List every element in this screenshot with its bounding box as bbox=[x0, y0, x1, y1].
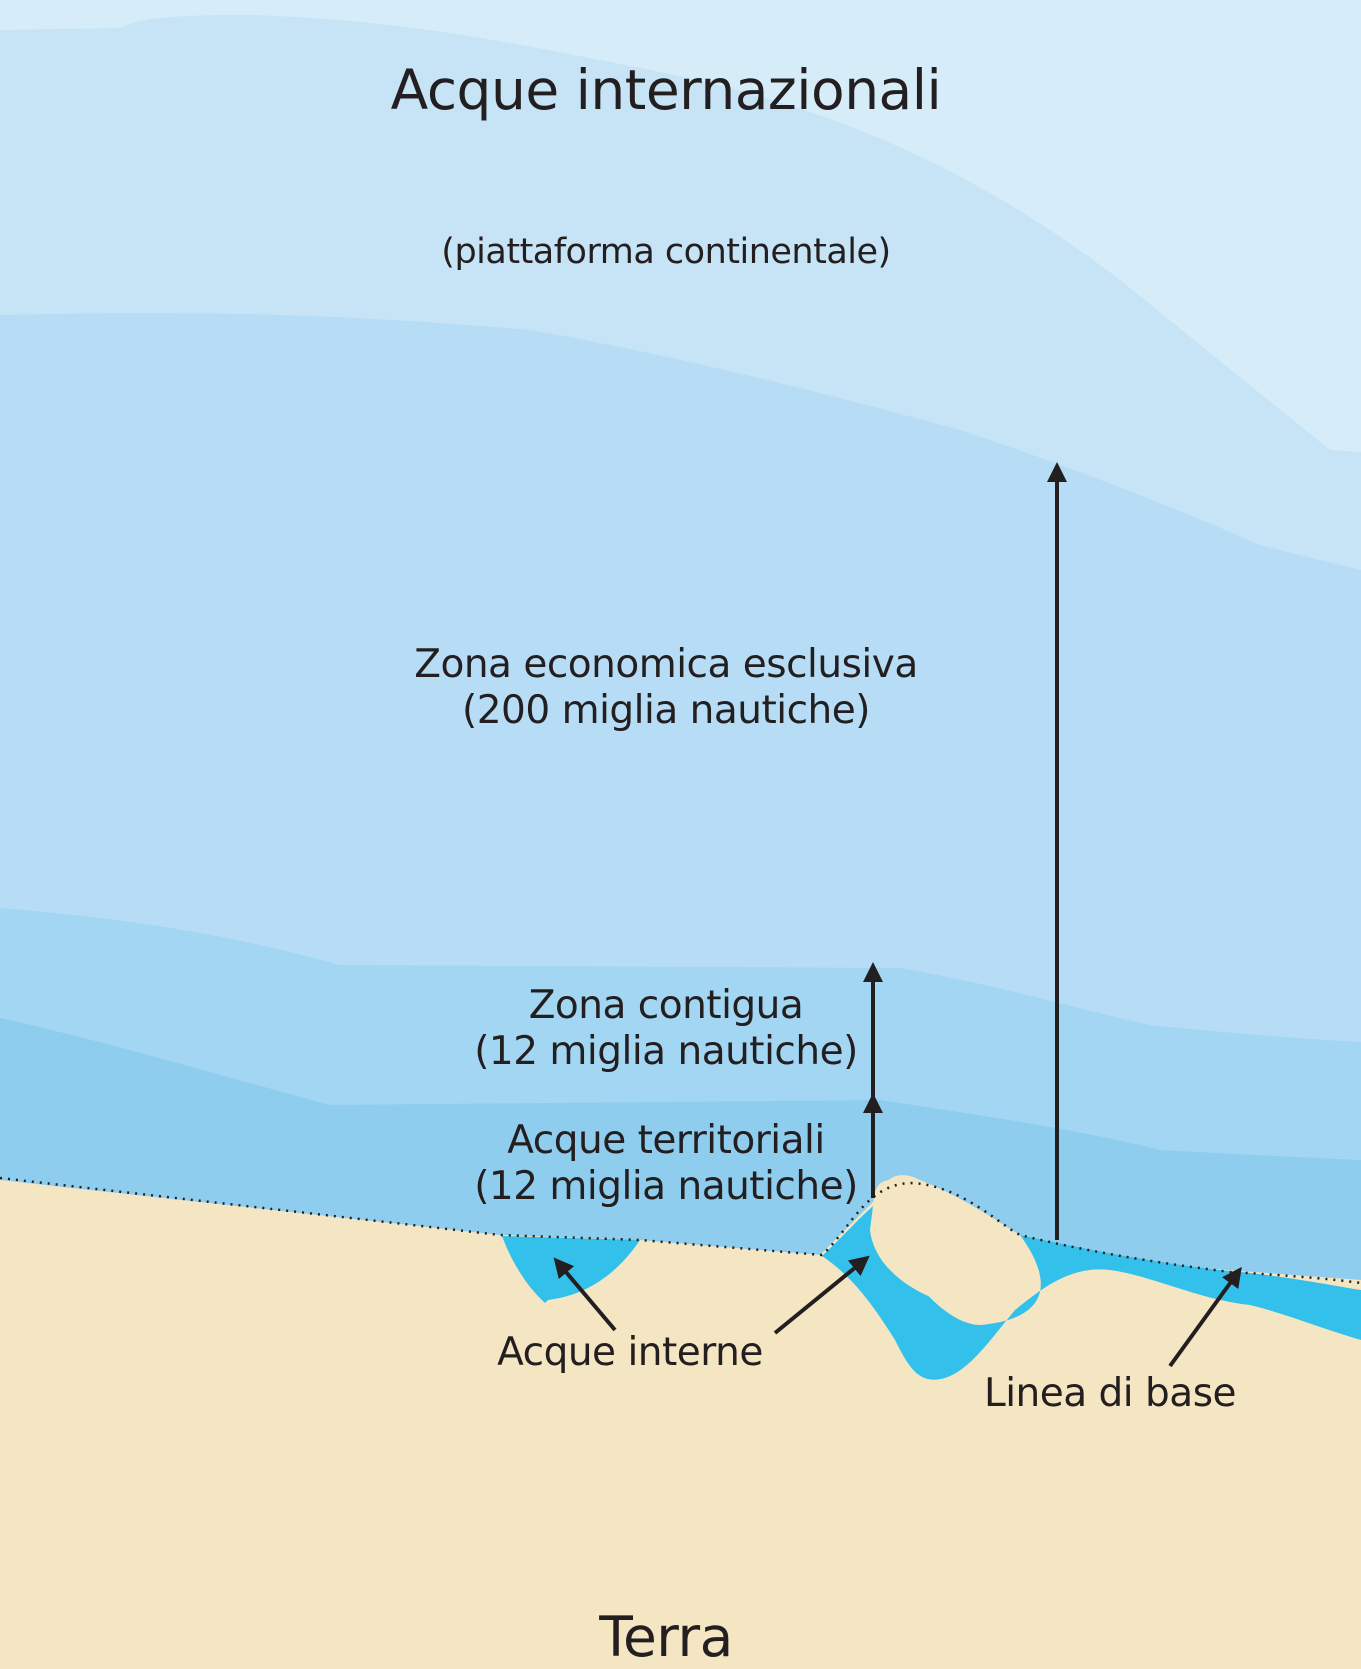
land-label: Terra bbox=[599, 1605, 733, 1669]
baseline-pointer bbox=[1168, 1266, 1242, 1368]
territorial-waters-label-line1: Acque territoriali bbox=[507, 1118, 825, 1163]
eez-label-line2: (200 miglia nautiche) bbox=[462, 688, 870, 733]
internal-waters-pointer-right bbox=[773, 1255, 870, 1335]
internal-water-right bbox=[822, 1198, 1361, 1380]
contiguous-zone-label-line2: (12 miglia nautiche) bbox=[474, 1029, 858, 1074]
internal-waters-label: Acque interne bbox=[497, 1330, 763, 1375]
territorial-waters-label-line2: (12 miglia nautiche) bbox=[474, 1164, 858, 1209]
contiguous-zone-label: Zona contigua (12 miglia nautiche) bbox=[430, 983, 902, 1075]
continental-shelf-label: (piattaforma continentale) bbox=[441, 232, 891, 272]
internal-waters-pointer-left bbox=[553, 1257, 617, 1332]
island bbox=[870, 1179, 1035, 1311]
eez-label-line1: Zona economica esclusiva bbox=[414, 642, 918, 687]
contiguous-zone-label-line1: Zona contigua bbox=[528, 983, 804, 1028]
territorial-waters-label: Acque territoriali (12 miglia nautiche) bbox=[430, 1118, 902, 1210]
eez-label: Zona economica esclusiva (200 miglia nau… bbox=[330, 642, 1002, 734]
baseline-label: Linea di base bbox=[983, 1371, 1237, 1416]
international-waters-label: Acque internazionali bbox=[390, 58, 942, 122]
